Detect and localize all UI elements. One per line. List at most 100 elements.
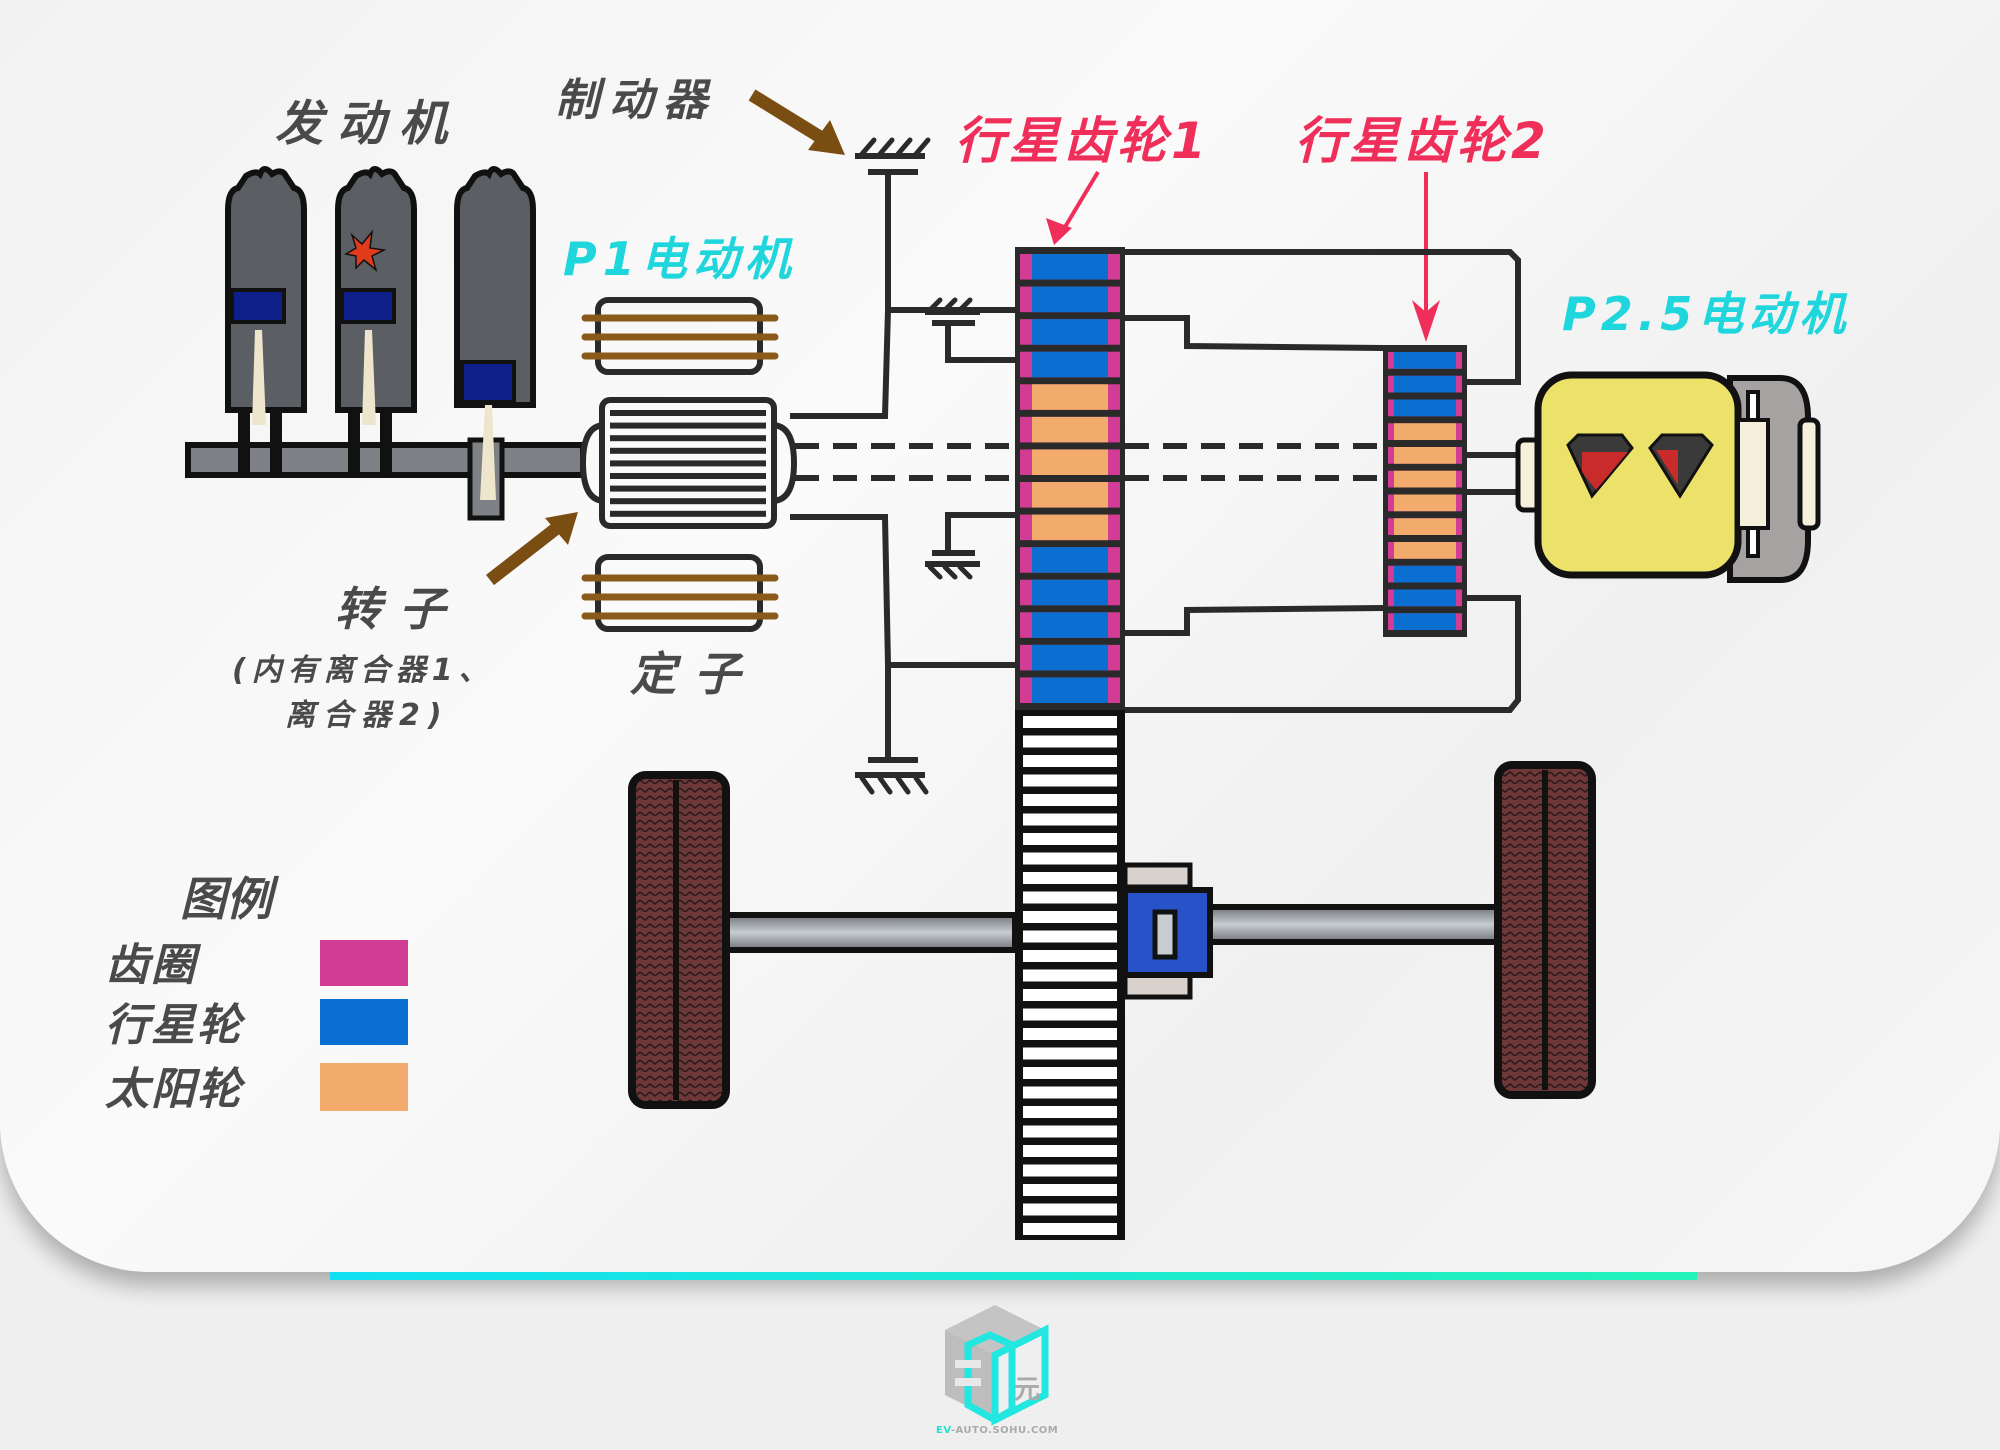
planet-gear-segment xyxy=(1394,589,1456,607)
planet-gear-segment xyxy=(1032,612,1108,638)
magnet-icon xyxy=(1566,433,1634,499)
brake-ground-hatch xyxy=(859,137,973,795)
legend-item: 齿圈 xyxy=(105,940,408,991)
rotor-bar xyxy=(610,422,766,429)
accent-bar xyxy=(330,1272,1697,1280)
planetary-gear-1 xyxy=(1015,247,1125,710)
final-drive-tooth xyxy=(1023,1145,1117,1157)
sun-gear-segment xyxy=(1032,482,1108,508)
planet-gear-segment xyxy=(1032,351,1108,378)
planet-gear-segment xyxy=(1394,399,1456,417)
magnet-icon xyxy=(1648,433,1714,499)
planet-gear-segment xyxy=(1032,644,1108,671)
legend-swatch-planet-gear xyxy=(320,999,408,1045)
planet-gear-segment xyxy=(1394,565,1456,583)
final-drive-tooth xyxy=(1023,1008,1117,1021)
rotor-bar xyxy=(610,485,766,492)
logo-site: -AUTO.SOHU.COM xyxy=(950,1425,1059,1436)
planetary-gear-2-label: 行星齿轮2 xyxy=(1295,112,1550,170)
final-drive-tooth xyxy=(1023,755,1117,767)
rotor-bar xyxy=(610,460,766,467)
final-drive-tooth xyxy=(1023,735,1117,748)
sun-gear-segment xyxy=(1394,494,1456,512)
engine-cylinder xyxy=(225,166,307,475)
final-drive-tooth xyxy=(1023,1125,1117,1138)
logo-brand: EV xyxy=(936,1425,951,1436)
sun-gear-segment xyxy=(1032,416,1108,443)
rotor-arrow xyxy=(486,512,578,586)
rotor-bar xyxy=(610,447,766,454)
final-drive-tooth xyxy=(1023,969,1117,982)
planetary-2-arrow xyxy=(1412,172,1440,342)
final-drive-tooth xyxy=(1023,1223,1117,1235)
planetary-1-arrow xyxy=(1046,170,1100,245)
stator-bottom xyxy=(581,554,779,632)
final-drive-tooth xyxy=(1023,989,1117,1001)
sun-gear-segment xyxy=(1394,447,1456,464)
legend-swatch-sun-gear xyxy=(320,1063,408,1111)
planet-gear-segment xyxy=(1394,352,1456,369)
sun-gear-segment xyxy=(1032,514,1108,541)
legend: 图例 齿圈 行星轮 太阳轮 xyxy=(105,872,408,1115)
site-logo: 元 xyxy=(945,1305,1049,1426)
final-drive-tooth xyxy=(1023,1184,1117,1196)
stator-label: 定子 xyxy=(630,647,758,701)
final-drive-tooth xyxy=(1023,1106,1117,1118)
p25-motor xyxy=(1515,371,1821,583)
rotor-bar xyxy=(610,435,766,442)
brake-arrow xyxy=(748,89,845,155)
final-drive-tooth xyxy=(1023,1028,1117,1040)
planet-gear-segment xyxy=(1032,547,1108,573)
paper-card xyxy=(0,0,2000,1272)
engine-cylinder xyxy=(454,166,536,521)
final-drive-tooth xyxy=(1023,1086,1117,1099)
final-drive-tooth xyxy=(1023,950,1117,962)
planet-gear-segment xyxy=(1394,375,1456,393)
final-drive-tooth xyxy=(1023,833,1117,845)
final-drive-tooth xyxy=(1023,794,1117,806)
final-drive-tooth xyxy=(1023,813,1117,826)
rotor-bar xyxy=(610,410,766,416)
wheel-right xyxy=(1494,761,1596,1099)
legend-item: 太阳轮 xyxy=(105,1063,408,1115)
planetary-gear-2 xyxy=(1383,345,1467,637)
sun-gear-segment xyxy=(1394,518,1456,535)
final-drive-tooth xyxy=(1023,911,1117,923)
final-drive-tooth xyxy=(1023,716,1117,728)
sun-gear-segment xyxy=(1394,423,1456,440)
brake-label: 制动器 xyxy=(555,75,717,126)
planet-gear-segment xyxy=(1032,677,1108,703)
final-drive-tooth xyxy=(1023,891,1117,904)
rotor-bar xyxy=(610,510,766,517)
rotor-bar xyxy=(610,498,766,505)
legend-item: 行星轮 xyxy=(105,999,408,1051)
legend-swatch-ring-gear xyxy=(320,940,408,986)
final-drive-tooth xyxy=(1023,1067,1117,1079)
wheel-left xyxy=(628,771,730,1109)
planet-gear-segment xyxy=(1032,286,1108,313)
final-drive-gear xyxy=(1015,710,1125,1240)
spark-icon xyxy=(343,229,387,273)
p1-motor-label: P1电动机 xyxy=(563,232,797,286)
planet-gear-segment xyxy=(1032,319,1108,345)
sun-gear-segment xyxy=(1394,542,1456,559)
planetary-gear-1-label: 行星齿轮1 xyxy=(955,112,1210,170)
rotor-label: 转子 xyxy=(335,582,463,636)
svg-text:元: 元 xyxy=(1014,1375,1040,1405)
final-drive-tooth xyxy=(1023,1047,1117,1060)
planet-gear-segment xyxy=(1394,613,1456,630)
legend-title: 图例 xyxy=(180,872,280,926)
legend-label-sun-gear: 太阳轮 xyxy=(105,1064,246,1115)
rotor xyxy=(579,397,798,529)
planet-gear-segment xyxy=(1032,579,1108,606)
transmission-linkage xyxy=(790,153,1521,778)
legend-label-ring-gear: 齿圈 xyxy=(105,940,202,991)
rotor-bar xyxy=(610,473,766,479)
p25-motor-label: P2.5电动机 xyxy=(1562,287,1850,341)
differential xyxy=(1122,862,1213,1000)
final-drive-tooth xyxy=(1023,872,1117,884)
rotor-note-line2: 离合器2) xyxy=(285,698,450,733)
stator-top xyxy=(581,297,779,375)
final-drive-tooth xyxy=(1023,1164,1117,1177)
planet-gear-segment xyxy=(1032,254,1108,280)
